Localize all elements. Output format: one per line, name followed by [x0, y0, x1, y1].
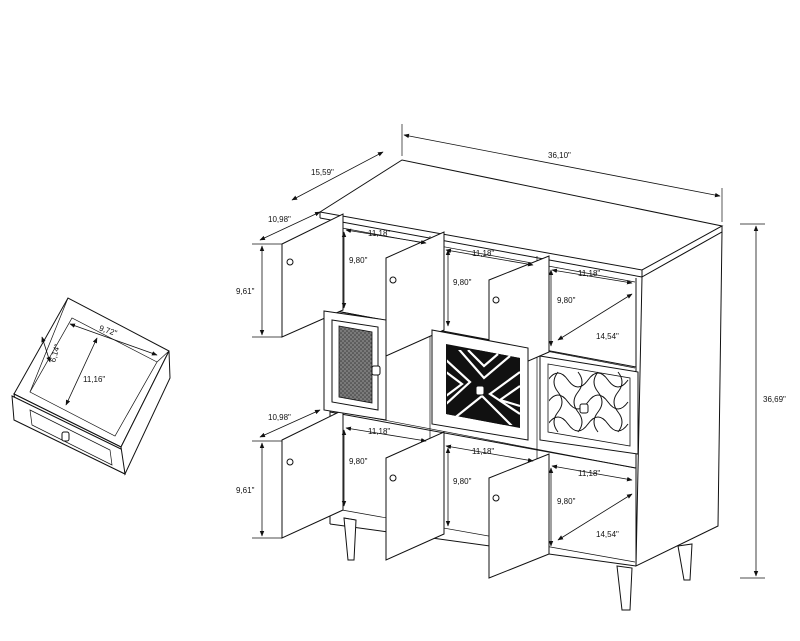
- overall-width-label: 36,10": [548, 151, 571, 160]
- cubby-width-label: 11,18": [472, 447, 494, 456]
- cabinet-drawing: [281, 159, 724, 611]
- door-width-bottom-label: 10,98": [268, 413, 291, 422]
- cubby-depth-label: 14,54": [596, 332, 619, 341]
- cubby-width-label: 11,18": [472, 249, 494, 258]
- cubby-height-label: 9,80": [557, 296, 576, 305]
- overall-depth-label: 15,59": [311, 168, 334, 177]
- overall-height-label: 36,69": [763, 395, 786, 404]
- door-height-bottom-label: 9,61": [236, 486, 255, 495]
- cubby-width-label: 11,18": [368, 427, 390, 436]
- cabinet-dimension-lines: [252, 124, 765, 579]
- cubby-width-label: 11,18": [578, 469, 600, 478]
- drawer-depth-label: 11,16": [83, 375, 105, 384]
- door-height-top-label: 9,61": [236, 287, 255, 296]
- cubby-height-label: 9,80": [453, 278, 472, 287]
- cubby-height-label: 9,80": [557, 497, 576, 506]
- door-width-top-label: 10,98": [268, 215, 291, 224]
- cubby-depth-label: 14,54": [596, 530, 619, 539]
- cubby-height-label: 9,80": [453, 477, 472, 486]
- cubby-height-label: 9,80": [349, 457, 368, 466]
- cubby-width-label: 11,18": [578, 269, 600, 278]
- drawer-knob-icon: [61, 431, 70, 442]
- drawer-drawing: [11, 297, 171, 476]
- cubby-height-label: 9,80": [349, 256, 368, 265]
- cubby-width-label: 11,18": [368, 229, 390, 238]
